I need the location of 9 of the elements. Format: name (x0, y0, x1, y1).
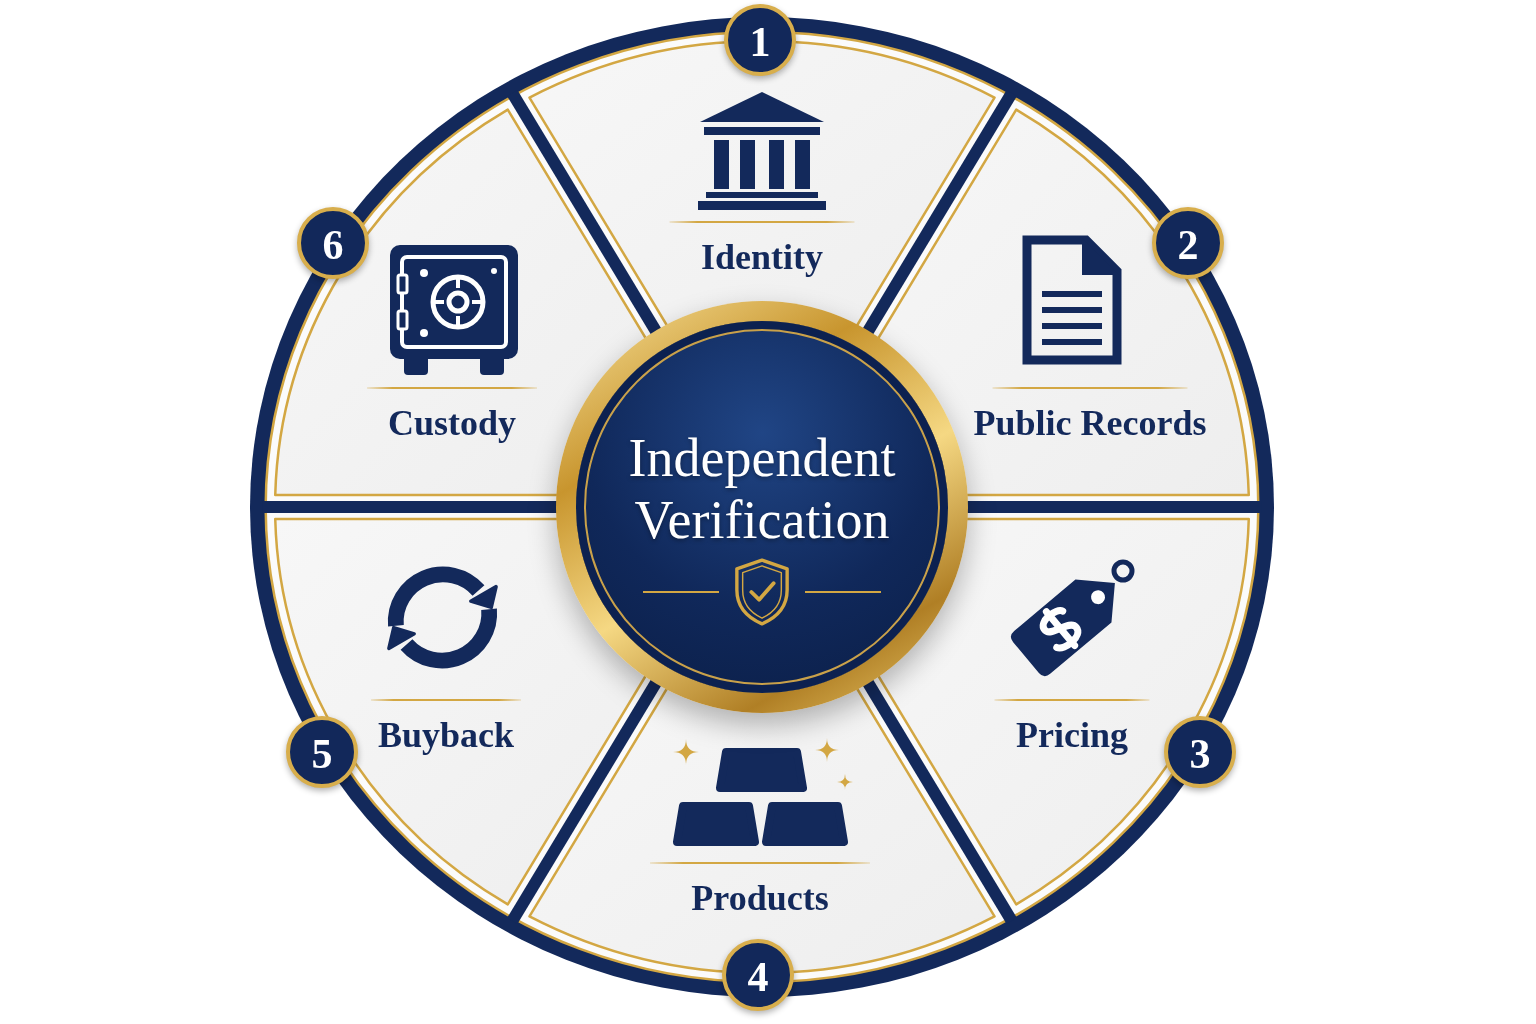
number-badge: 6 (297, 207, 369, 279)
segment-label: Custody (387, 402, 516, 445)
segment-label: Buyback (377, 714, 515, 757)
segment-label: Public Records (973, 402, 1207, 445)
segment-label: Products (691, 877, 829, 920)
segment-label: Pricing (1016, 714, 1128, 757)
segment-label: Identity (701, 236, 823, 279)
number-badge: 5 (286, 716, 358, 788)
center-title: Independent Verification (627, 427, 897, 551)
